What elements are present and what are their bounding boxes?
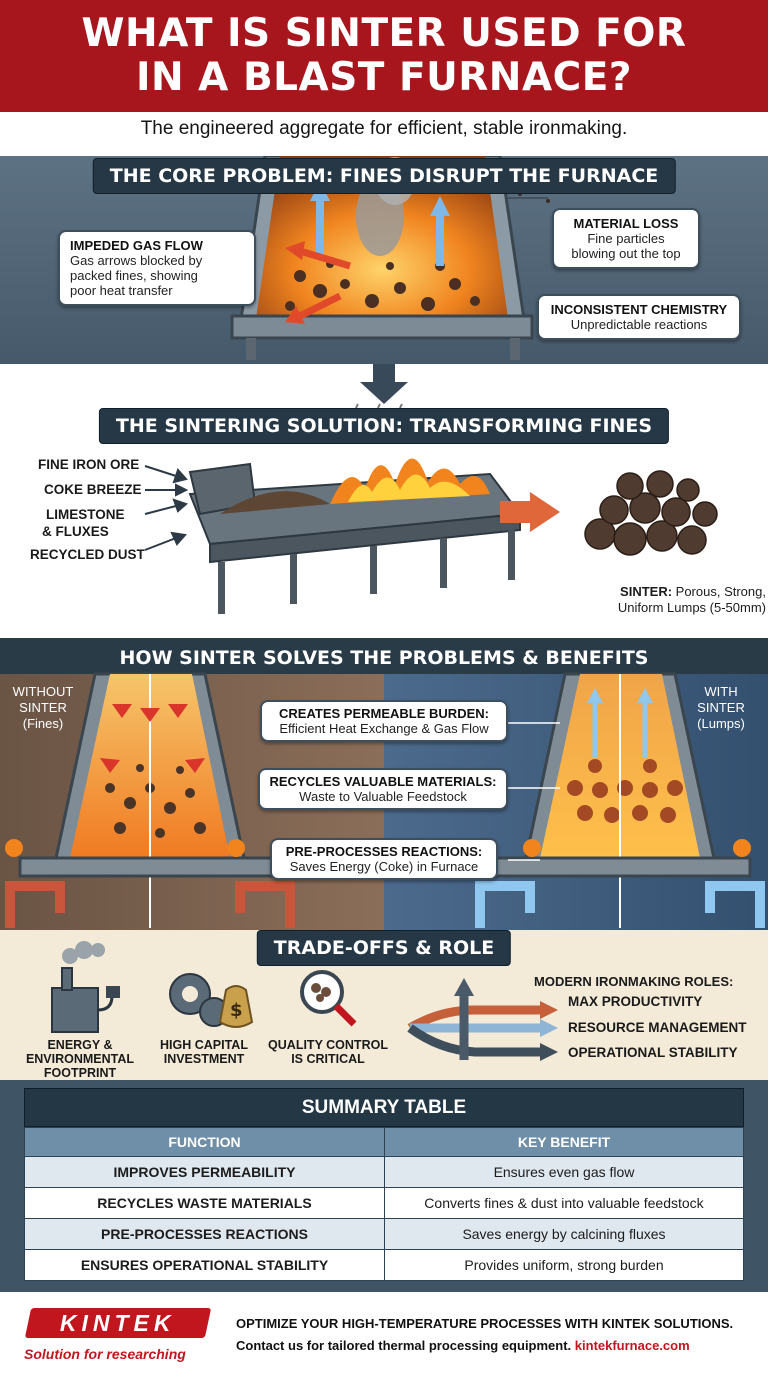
permeable-burden-callout: CREATES PERMEABLE BURDEN: Efficient Heat… bbox=[260, 700, 508, 742]
magnifier-icon bbox=[300, 970, 357, 1027]
sintering-solution-banner: THE SINTERING SOLUTION: TRANSFORMING FIN… bbox=[98, 408, 670, 444]
callout-desc: poor heat transfer bbox=[70, 283, 173, 298]
role-max-productivity: MAX PRODUCTIVITY bbox=[568, 994, 703, 1009]
recycles-materials-callout: RECYCLES VALUABLE MATERIALS: Waste to Va… bbox=[258, 768, 508, 810]
header-function: FUNCTION bbox=[24, 1127, 385, 1157]
summary-table-wrap: SUMMARY TABLE FUNCTION KEY BENEFIT IMPRO… bbox=[24, 1088, 744, 1281]
table-row: IMPROVES PERMEABILITY Ensures even gas f… bbox=[24, 1156, 744, 1188]
callout-desc: Saves Energy (Coke) in Furnace bbox=[289, 859, 479, 874]
callout-desc: packed fines, showing bbox=[70, 268, 198, 283]
table-row: ENSURES OPERATIONAL STABILITY Provides u… bbox=[24, 1249, 744, 1281]
without-line-2: SINTER bbox=[19, 700, 67, 715]
factory-plug-icon bbox=[51, 941, 120, 1033]
icon-line: HIGH CAPITAL bbox=[160, 1038, 248, 1052]
header-key-benefit: KEY BENEFIT bbox=[384, 1127, 744, 1157]
callout-desc: Fine particles bbox=[587, 231, 665, 246]
icon-line: INVESTMENT bbox=[163, 1052, 245, 1066]
material-loss-callout: MATERIAL LOSS Fine particles blowing out… bbox=[552, 208, 700, 269]
input-coke-breeze: COKE BREEZE bbox=[44, 482, 142, 497]
benefits-banner: HOW SINTER SOLVES THE PROBLEMS & BENEFIT… bbox=[119, 647, 649, 669]
sintering-solution-section: FINE IRON ORE COKE BREEZE LIMESTONE & FL… bbox=[0, 364, 768, 638]
footer-cta: OPTIMIZE YOUR HIGH-TEMPERATURE PROCESSES… bbox=[236, 1316, 734, 1331]
inconsistent-chemistry-callout: INCONSISTENT CHEMISTRY Unpredictable rea… bbox=[537, 294, 741, 340]
title-line-2: IN A BLAST FURNACE? bbox=[135, 55, 633, 100]
role-resource-management: RESOURCE MANAGEMENT bbox=[568, 1020, 747, 1035]
row-function: RECYCLES WASTE MATERIALS bbox=[24, 1187, 385, 1219]
callout-title: CREATES PERMEABLE BURDEN: bbox=[279, 706, 489, 721]
energy-footprint-label: ENERGY & ENVIRONMENTAL FOOTPRINT bbox=[18, 1038, 142, 1080]
row-function: IMPROVES PERMEABILITY bbox=[24, 1156, 385, 1188]
impeded-gas-flow-callout: IMPEDED GAS FLOW Gas arrows blocked by p… bbox=[58, 230, 256, 306]
icon-line: FOOTPRINT bbox=[43, 1066, 117, 1080]
without-line-1: WITHOUT bbox=[12, 684, 74, 699]
callout-title: IMPEDED GAS FLOW bbox=[70, 238, 203, 253]
kintek-logo[interactable]: KINTEK bbox=[24, 1308, 212, 1338]
callout-desc: Efficient Heat Exchange & Gas Flow bbox=[279, 721, 489, 736]
pre-processes-callout: PRE-PROCESSES REACTIONS: Saves Energy (C… bbox=[270, 838, 498, 880]
callout-desc: blowing out the top bbox=[571, 246, 681, 261]
footer-website-link[interactable]: kintekfurnace.com bbox=[574, 1338, 690, 1353]
summary-section: SUMMARY TABLE FUNCTION KEY BENEFIT IMPRO… bbox=[0, 1080, 768, 1292]
role-operational-stability: OPERATIONAL STABILITY bbox=[568, 1045, 738, 1060]
with-line-3: (Lumps) bbox=[697, 716, 745, 731]
with-line-1: WITH bbox=[704, 684, 738, 699]
input-fluxes: & FLUXES bbox=[42, 524, 109, 539]
callout-desc: Gas arrows blocked by bbox=[70, 253, 203, 268]
footer: KINTEK Solution for researching OPTIMIZE… bbox=[0, 1292, 768, 1376]
tradeoffs-illustration: $ bbox=[51, 941, 558, 1061]
tradeoffs-banner: TRADE-OFFS & ROLE bbox=[256, 930, 512, 966]
without-sinter-label: WITHOUT SINTER (Fines) bbox=[8, 684, 78, 732]
sinter-desc-1: Porous, Strong, bbox=[672, 584, 766, 599]
row-function: PRE-PROCESSES REACTIONS bbox=[24, 1218, 385, 1250]
sinter-label: SINTER: bbox=[620, 584, 673, 599]
input-limestone: LIMESTONE bbox=[46, 507, 125, 522]
callout-desc: Unpredictable reactions bbox=[570, 317, 708, 332]
row-benefit: Ensures even gas flow bbox=[384, 1156, 744, 1188]
icon-line: ENERGY & bbox=[47, 1038, 113, 1052]
table-row: RECYCLES WASTE MATERIALS Converts fines … bbox=[24, 1187, 744, 1219]
input-recycled-dust: RECYCLED DUST bbox=[30, 547, 145, 562]
page-title: WHAT IS SINTER USED FOR IN A BLAST FURNA… bbox=[82, 12, 687, 100]
callout-title: MATERIAL LOSS bbox=[573, 216, 679, 231]
icon-line: QUALITY CONTROL bbox=[268, 1038, 388, 1052]
row-benefit: Converts fines & dust into valuable feed… bbox=[384, 1187, 744, 1219]
sinter-output-label: SINTER: Porous, Strong, Uniform Lumps (5… bbox=[566, 584, 766, 616]
with-line-2: SINTER bbox=[697, 700, 745, 715]
footer-contact: Contact us for tailored thermal processi… bbox=[236, 1338, 690, 1353]
input-fine-iron-ore: FINE IRON ORE bbox=[38, 457, 140, 472]
sinter-desc-2: Uniform Lumps (5-50mm) bbox=[617, 600, 766, 615]
title-line-1: WHAT IS SINTER USED FOR bbox=[81, 11, 687, 56]
quality-control-label: QUALITY CONTROL IS CRITICAL bbox=[264, 1038, 392, 1066]
subtitle: The engineered aggregate for efficient, … bbox=[140, 118, 628, 139]
icon-line: IS CRITICAL bbox=[291, 1052, 365, 1066]
logo-tagline: Solution for researching bbox=[24, 1346, 186, 1362]
gear-money-icon: $ bbox=[169, 973, 254, 1028]
svg-text:$: $ bbox=[230, 1000, 243, 1021]
callout-title: RECYCLES VALUABLE MATERIALS: bbox=[269, 774, 497, 789]
callout-title: PRE-PROCESSES REACTIONS: bbox=[285, 844, 483, 859]
without-line-3: (Fines) bbox=[22, 716, 64, 731]
callout-title: INCONSISTENT CHEMISTRY bbox=[550, 302, 728, 317]
core-problem-banner: THE CORE PROBLEM: FINES DISRUPT THE FURN… bbox=[92, 158, 676, 194]
summary-table: FUNCTION KEY BENEFIT IMPROVES PERMEABILI… bbox=[24, 1127, 744, 1281]
row-function: ENSURES OPERATIONAL STABILITY bbox=[24, 1249, 385, 1281]
benefits-section: WITHOUT SINTER (Fines) WITH SINTER (Lump… bbox=[0, 638, 768, 930]
row-benefit: Provides uniform, strong burden bbox=[384, 1249, 744, 1281]
capital-investment-label: HIGH CAPITAL INVESTMENT bbox=[152, 1038, 256, 1066]
row-benefit: Saves energy by calcining fluxes bbox=[384, 1218, 744, 1250]
footer-contact-text: Contact us for tailored thermal processi… bbox=[236, 1338, 575, 1353]
icon-line: ENVIRONMENTAL bbox=[25, 1052, 135, 1066]
title-banner: WHAT IS SINTER USED FOR IN A BLAST FURNA… bbox=[0, 0, 768, 112]
summary-table-title: SUMMARY TABLE bbox=[24, 1088, 744, 1127]
with-sinter-label: WITH SINTER (Lumps) bbox=[686, 684, 756, 732]
roles-title: MODERN IRONMAKING ROLES: bbox=[534, 974, 734, 989]
table-row: PRE-PROCESSES REACTIONS Saves energy by … bbox=[24, 1218, 744, 1250]
table-header-row: FUNCTION KEY BENEFIT bbox=[24, 1127, 744, 1157]
sinter-machine-illustration bbox=[144, 364, 718, 614]
callout-desc: Waste to Valuable Feedstock bbox=[299, 789, 467, 804]
logo-text: KINTEK bbox=[60, 1309, 176, 1336]
